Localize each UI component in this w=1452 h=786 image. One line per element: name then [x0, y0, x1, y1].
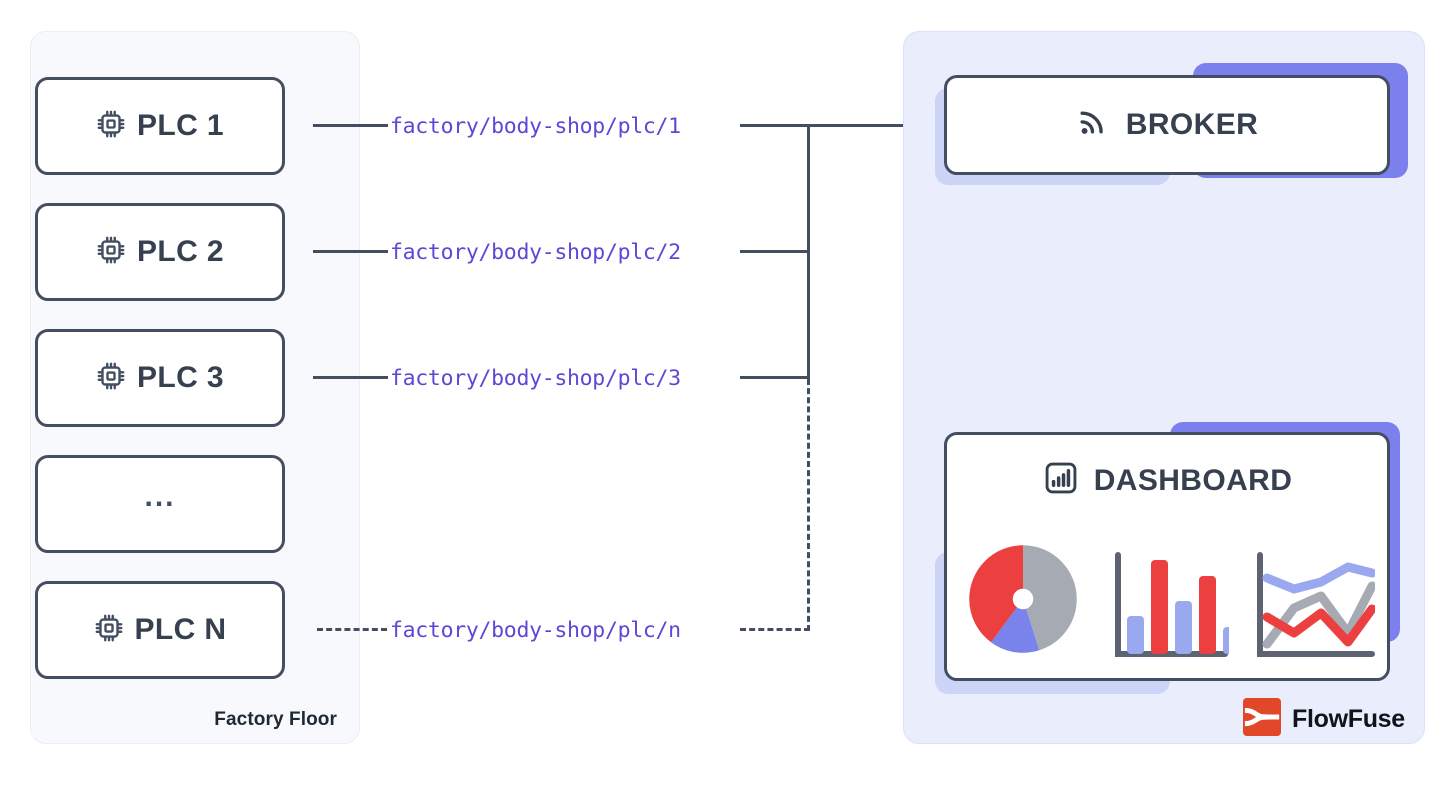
dashboard-card[interactable]: DASHBOARD [944, 432, 1390, 681]
flowfuse-branding: FlowFuse [1243, 698, 1405, 741]
cpu-icon [94, 613, 124, 648]
connector-plc-1-left [313, 124, 388, 127]
broker-title-row: BROKER [947, 78, 1387, 172]
connector-plc-1-right [740, 124, 940, 127]
cpu-icon [96, 361, 126, 396]
dashboard-title-row: DASHBOARD [947, 459, 1387, 502]
bar-chart [1111, 551, 1240, 668]
flowfuse-logo-icon [1243, 698, 1281, 741]
dashboard-label: DASHBOARD [1093, 463, 1293, 497]
connector-plc-3-left [313, 376, 388, 379]
factory-floor-label: Factory Floor [214, 709, 337, 730]
topic-label-plc-n: factory/body-shop/plc/n [390, 618, 681, 643]
broker-card[interactable]: BROKER [944, 75, 1390, 175]
broadcast-icon [1076, 107, 1112, 143]
cpu-icon [96, 235, 126, 270]
bus-vertical-solid [807, 124, 810, 379]
plc-label: PLC 2 [136, 235, 225, 268]
connector-plc-2-right [740, 250, 810, 253]
broker-label: BROKER [1125, 108, 1259, 141]
line-chart [1253, 551, 1377, 668]
ellipsis-label: ... [144, 480, 176, 513]
plc-box-3[interactable]: PLC 3 [35, 329, 285, 427]
connector-plc-n-left [317, 628, 387, 631]
dashboard-charts [947, 535, 1387, 668]
plc-box-n[interactable]: PLC N [35, 581, 285, 679]
plc-box-2[interactable]: PLC 2 [35, 203, 285, 301]
bus-vertical-dashed [807, 379, 810, 631]
donut-chart [959, 535, 1087, 668]
flowfuse-wordmark: FlowFuse [1292, 705, 1405, 733]
connector-plc-3-right [740, 376, 810, 379]
topic-label-plc-1: factory/body-shop/plc/1 [390, 114, 681, 139]
connector-plc-2-left [313, 250, 388, 253]
plc-label: PLC N [134, 613, 227, 646]
topic-label-plc-2: factory/body-shop/plc/2 [390, 240, 681, 265]
connector-plc-n-right [740, 628, 810, 631]
bar-chart-icon [1042, 459, 1080, 502]
plc-label: PLC 1 [136, 109, 225, 142]
topic-label-plc-3: factory/body-shop/plc/3 [390, 366, 681, 391]
plc-box-ellipsis[interactable]: ... [35, 455, 285, 553]
plc-box-1[interactable]: PLC 1 [35, 77, 285, 175]
cpu-icon [96, 109, 126, 144]
plc-label: PLC 3 [136, 361, 225, 394]
